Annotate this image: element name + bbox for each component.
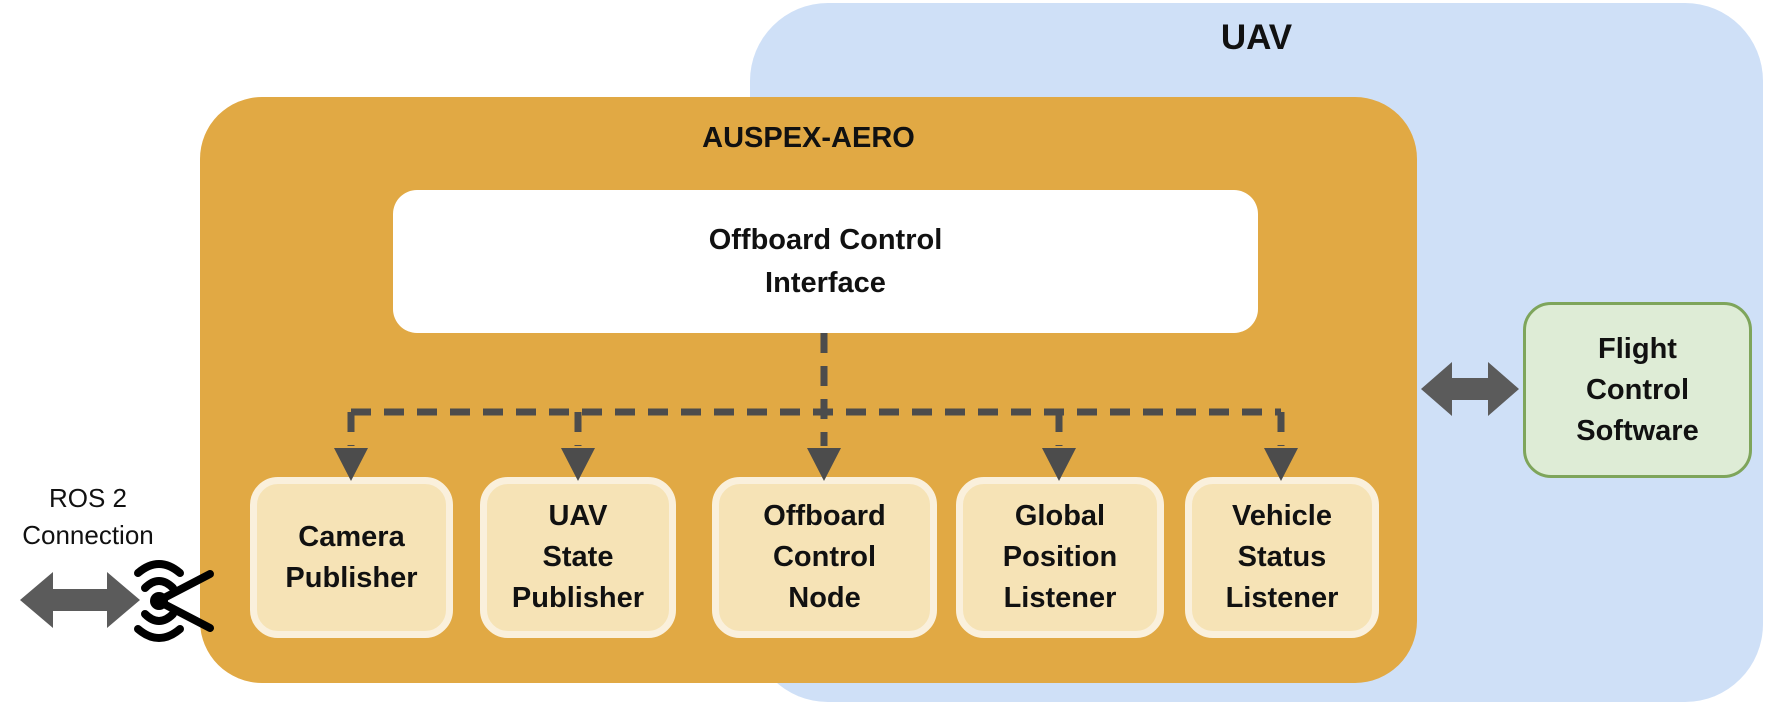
arrow-down-icon <box>561 448 595 481</box>
node-label-line: State <box>542 541 614 573</box>
arrow-down-icon <box>1264 448 1298 481</box>
fcs-label-line: Flight <box>1598 332 1677 365</box>
node-label-line: Publisher <box>285 561 418 594</box>
flight-control-software-box: Flight Control Software <box>1523 302 1752 478</box>
arrow-down-icon <box>1042 448 1076 481</box>
ros2-label-line: ROS 2 <box>48 483 128 513</box>
node-label-line: Global <box>1014 500 1106 532</box>
node-global-position-listener: Global Position Listener <box>956 477 1164 638</box>
double-headed-arrow-icon <box>1421 362 1519 416</box>
fcs-label-line: Software <box>1576 414 1699 447</box>
fcs-label-line: Control <box>1585 373 1690 406</box>
offboard-control-interface-box: Offboard Control Interface <box>393 190 1258 333</box>
auspex-aero-title: AUSPEX-AERO <box>702 122 915 154</box>
node-label-line: Vehicle <box>1232 500 1332 532</box>
node-uav-state-publisher: UAV State Publisher <box>480 477 676 638</box>
node-label: Camera Publisher <box>285 517 417 599</box>
node-label-line: Camera <box>298 520 405 553</box>
dashed-connector-lines <box>347 333 1285 446</box>
node-label-line: Control <box>772 541 877 573</box>
node-label-line: Offboard <box>763 500 886 532</box>
ros2-connection-label: ROS 2 Connection <box>0 480 176 554</box>
uav-title: UAV <box>1220 18 1293 57</box>
node-label: Offboard Control Node <box>763 496 885 619</box>
node-label-line: Position <box>1002 541 1118 573</box>
node-label-line: Publisher <box>511 582 645 614</box>
node-vehicle-status-listener: Vehicle Status Listener <box>1185 477 1379 638</box>
node-label-line: UAV <box>548 500 608 532</box>
node-label-line: Node <box>788 582 861 614</box>
node-label: UAV State Publisher <box>512 496 644 619</box>
interface-label-line: Offboard Control <box>708 223 943 256</box>
dispatch-arrowheads <box>334 448 1298 481</box>
arrow-down-icon <box>807 448 841 481</box>
node-label-line: Listener <box>1003 582 1117 614</box>
node-camera-publisher: Camera Publisher <box>250 477 453 638</box>
node-label: Global Position Listener <box>1003 496 1117 619</box>
node-label-line: Status <box>1237 541 1327 573</box>
node-label-line: Listener <box>1225 582 1339 614</box>
node-label: Vehicle Status Listener <box>1226 496 1339 619</box>
wireless-antenna-icon <box>134 560 214 642</box>
node-offboard-control-node: Offboard Control Node <box>712 477 937 638</box>
interface-label-line: Interface <box>765 266 886 299</box>
double-headed-arrow-icon <box>20 572 140 628</box>
ros2-label-line: Connection <box>22 520 154 550</box>
arrow-down-icon <box>334 448 368 481</box>
